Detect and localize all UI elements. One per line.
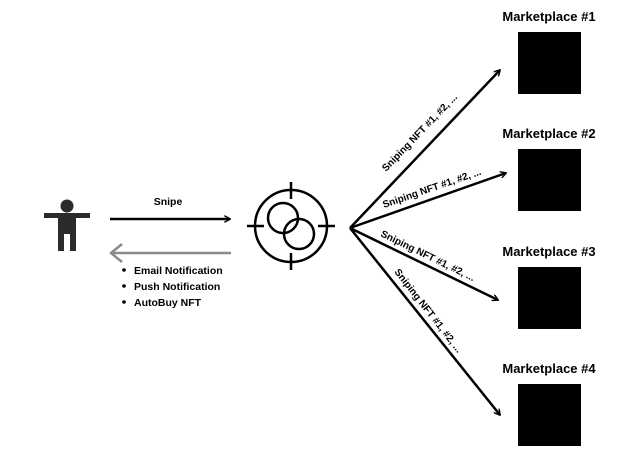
response-label: Push Notification <box>134 281 220 293</box>
marketplace-title: Marketplace #1 <box>502 9 595 24</box>
response-item-push: Push Notification <box>122 281 220 293</box>
marketplace-box <box>518 384 581 446</box>
marketplace-arrows <box>349 70 506 415</box>
arrow-marketplace-2 <box>349 173 506 230</box>
marketplace-title: Marketplace #3 <box>502 244 595 259</box>
person-icon <box>44 199 90 251</box>
marketplace-4: Marketplace #4 <box>502 361 596 446</box>
response-item-email: Email Notification <box>122 265 223 277</box>
marketplace-box <box>518 149 581 211</box>
response-label: AutoBuy NFT <box>134 297 202 309</box>
arrow-marketplace-4 <box>349 227 500 415</box>
edge-label-2: Sniping NFT #1, #2, ... <box>381 167 483 211</box>
snipe-label: Snipe <box>154 196 183 208</box>
marketplace-3: Marketplace #3 <box>502 244 596 329</box>
response-item-autobuy: AutoBuy NFT <box>122 297 202 309</box>
marketplace-2: Marketplace #2 <box>502 126 596 211</box>
response-label: Email Notification <box>134 265 223 277</box>
marketplace-title: Marketplace #2 <box>502 126 595 141</box>
arrow-marketplace-3 <box>349 226 498 300</box>
crosshair-scope-icon <box>247 182 335 270</box>
arrow-marketplace-1 <box>349 70 500 229</box>
edge-label-4: Sniping NFT #1, #2, ... <box>392 267 464 355</box>
response-list: Email Notification Push Notification Aut… <box>122 265 223 309</box>
marketplace-title: Marketplace #4 <box>502 361 596 376</box>
marketplace-box <box>518 267 581 329</box>
marketplace-box <box>518 32 581 94</box>
marketplace-1: Marketplace #1 <box>502 9 596 94</box>
edge-label-1: Sniping NFT #1, #2, ... <box>380 92 460 174</box>
response-arrow <box>109 243 231 263</box>
